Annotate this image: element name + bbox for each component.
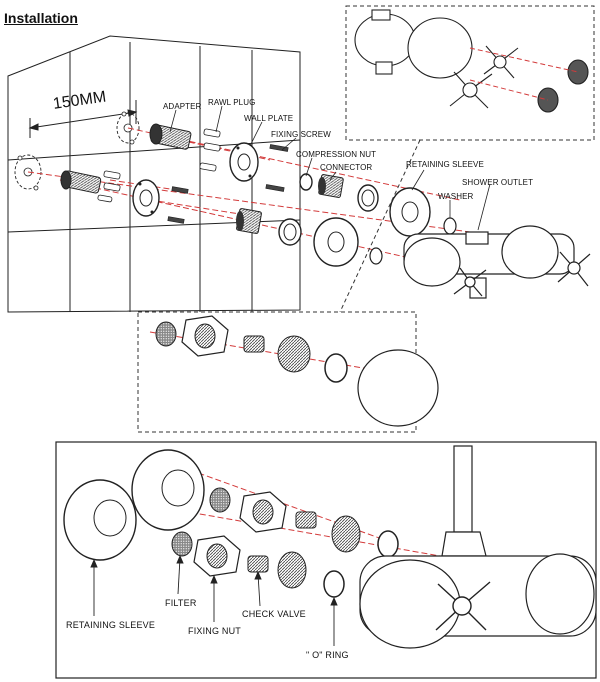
detail-label-filter: FILTER [165, 598, 197, 608]
wall-plate-left [132, 179, 160, 217]
detail-mid-valve-body [357, 349, 439, 427]
detail-mid-fixing-nut [181, 315, 229, 357]
retaining-sleeve-front [63, 479, 137, 561]
o-ring-lower [323, 570, 345, 598]
label-washer: WASHER [438, 192, 474, 201]
retaining-sleeve-lower [313, 217, 359, 267]
detail-label-o-ring: " O" RING [306, 650, 349, 660]
connector-detail-upper [331, 515, 361, 553]
detail-mid-connector [277, 335, 311, 373]
page-title: Installation [4, 10, 78, 26]
o-ring-upper [377, 530, 399, 558]
label-shower-outlet: SHOWER OUTLET [462, 178, 534, 187]
check-valve-lower [247, 555, 269, 573]
washer-upper [443, 217, 457, 235]
fixing-nut-upper [239, 491, 287, 533]
connector-upper [357, 184, 379, 212]
detail-label-leaders [90, 554, 338, 646]
detail-top-contents [354, 9, 589, 113]
label-adapter: ADAPTER [163, 102, 202, 111]
filter-lower [171, 531, 193, 557]
connector-lower [278, 218, 302, 246]
label-connector: CONNECTOR [320, 163, 373, 172]
cross-handle-right [557, 251, 591, 287]
compression-nut-lower [236, 208, 262, 234]
shower-valve-body [403, 225, 575, 299]
detail-mid-o-ring [324, 353, 348, 383]
label-rawl-plug: RAWL PLUG [208, 98, 256, 107]
fixing-screws-left [167, 186, 189, 224]
rawl-plugs-left [97, 170, 121, 203]
detail-label-check-valve: CHECK VALVE [242, 609, 306, 619]
supply-pipe [441, 445, 487, 557]
filter-upper [209, 487, 231, 513]
adapter-upper [149, 123, 192, 150]
detail-label-retaining-sleeve: RETAINING SLEEVE [66, 620, 156, 630]
label-compression-nut: COMPRESSION NUT [296, 150, 377, 159]
tiled-wall [7, 35, 301, 313]
rawl-plugs-upper [199, 128, 221, 172]
label-retaining-sleeve: RETAINING SLEEVE [406, 160, 484, 169]
adapter-left [60, 170, 102, 194]
check-valve-upper [295, 511, 317, 529]
detail-mid-filter [155, 321, 177, 347]
fixing-screws-upper [265, 144, 289, 192]
label-leaders [169, 105, 491, 231]
connector-detail-lower [277, 551, 307, 589]
detail-connector [339, 139, 421, 313]
retaining-sleeve-upper [389, 187, 431, 237]
fixing-nut-lower [193, 535, 241, 577]
wall-plate-upper [229, 142, 259, 182]
washer-small-upper [299, 173, 313, 191]
retaining-sleeve-back [131, 449, 205, 531]
wall-holes [14, 112, 140, 190]
washer-lower [369, 247, 383, 265]
detail-label-fixing-nut: FIXING NUT [188, 626, 241, 636]
compression-nut-upper [318, 174, 344, 198]
cross-handle-left [453, 267, 487, 297]
valve-body-bottom [359, 553, 597, 649]
detail-mid-check-valve [243, 335, 265, 353]
label-fixing-screw: FIXING SCREW [271, 130, 331, 139]
label-wall-plate: WALL PLATE [244, 114, 294, 123]
cross-handle-bottom [435, 581, 491, 631]
